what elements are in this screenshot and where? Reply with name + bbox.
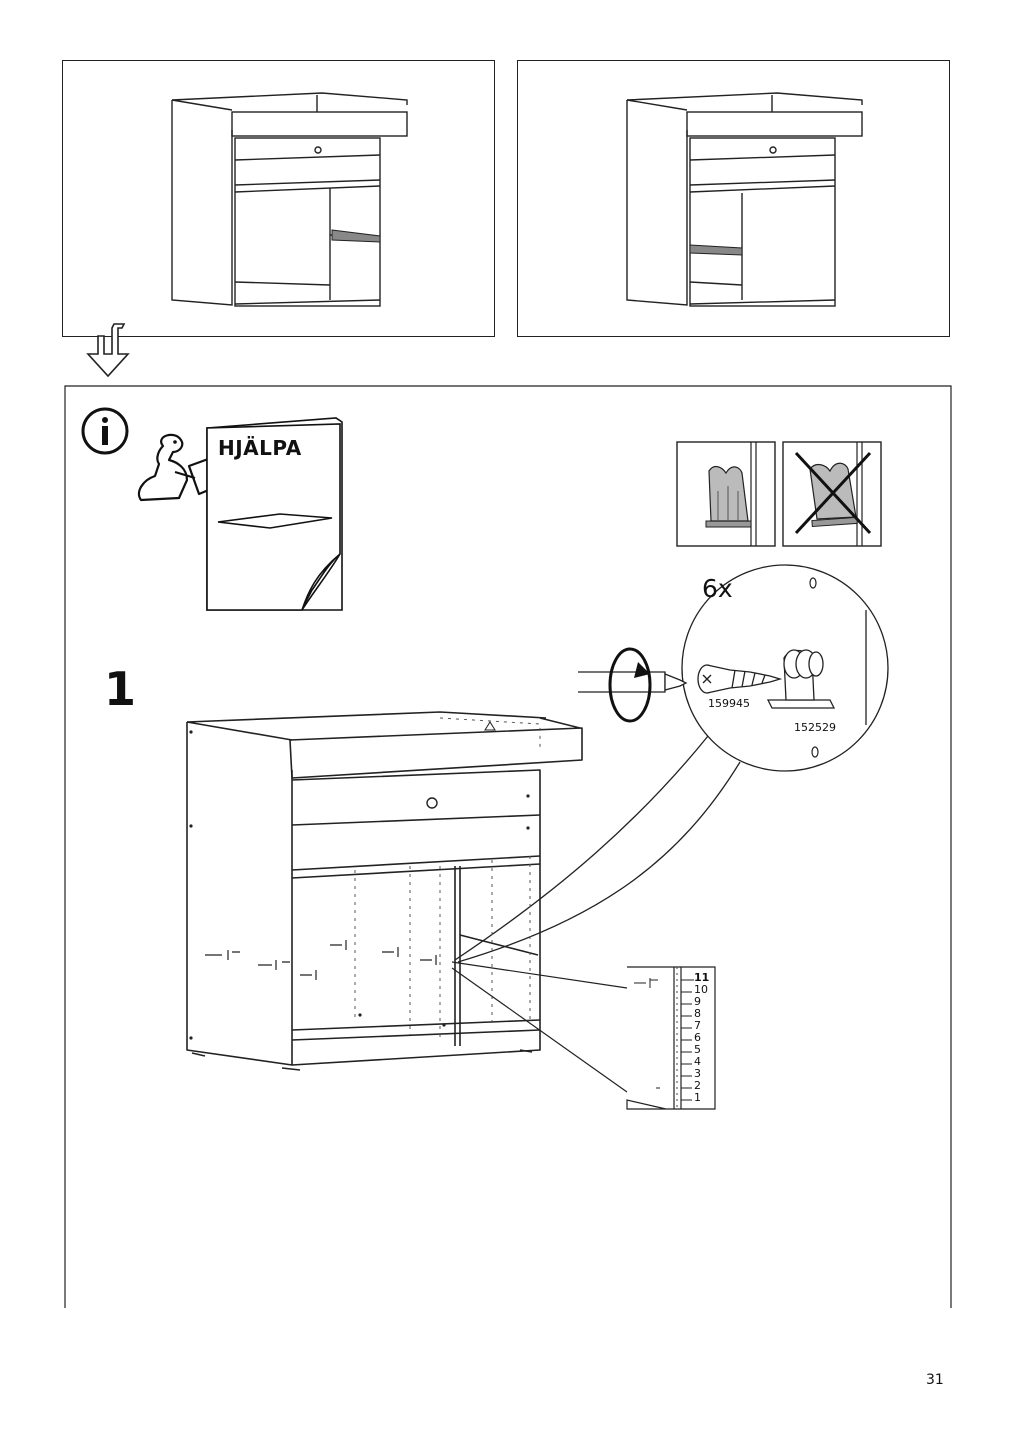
scale-mark-2: 2 [694, 1079, 701, 1092]
hole-position-scale [626, 966, 716, 1110]
variant-a-panel [62, 60, 495, 337]
cabinet-variant-b-illustration [626, 92, 863, 307]
screw-part-number: 159945 [708, 697, 750, 710]
variant-b-panel [517, 60, 950, 337]
clip-part-number: 152529 [794, 721, 836, 734]
scale-mark-7: 7 [694, 1019, 701, 1032]
scale-labels: 11 10 9 8 7 6 5 4 3 2 1 [694, 972, 714, 1104]
scale-mark-10: 10 [694, 983, 708, 996]
step-number: 1 [104, 662, 137, 716]
info-icon [81, 407, 129, 455]
scale-mark-9: 9 [694, 995, 701, 1008]
scale-mark-1: 1 [694, 1091, 701, 1104]
screw-quantity: 6x [702, 574, 733, 603]
scale-mark-4: 4 [694, 1055, 701, 1068]
manual-booklet-icon [206, 417, 343, 611]
scale-mark-3: 3 [694, 1067, 701, 1080]
scale-mark-11: 11 [694, 971, 710, 984]
scale-mark-5: 5 [694, 1043, 701, 1056]
correct-clip-placement [676, 441, 776, 547]
scale-mark-8: 8 [694, 1007, 701, 1020]
cabinet-variant-a-illustration [171, 92, 408, 307]
page-number: 31 [926, 1372, 944, 1388]
scale-mark-6: 6 [694, 1031, 701, 1044]
incorrect-clip-placement [782, 441, 882, 547]
transition-arrow-icon [86, 323, 130, 378]
screwdriver-rotation-icon [608, 647, 652, 723]
booklet-title: HJÄLPA [218, 436, 302, 460]
